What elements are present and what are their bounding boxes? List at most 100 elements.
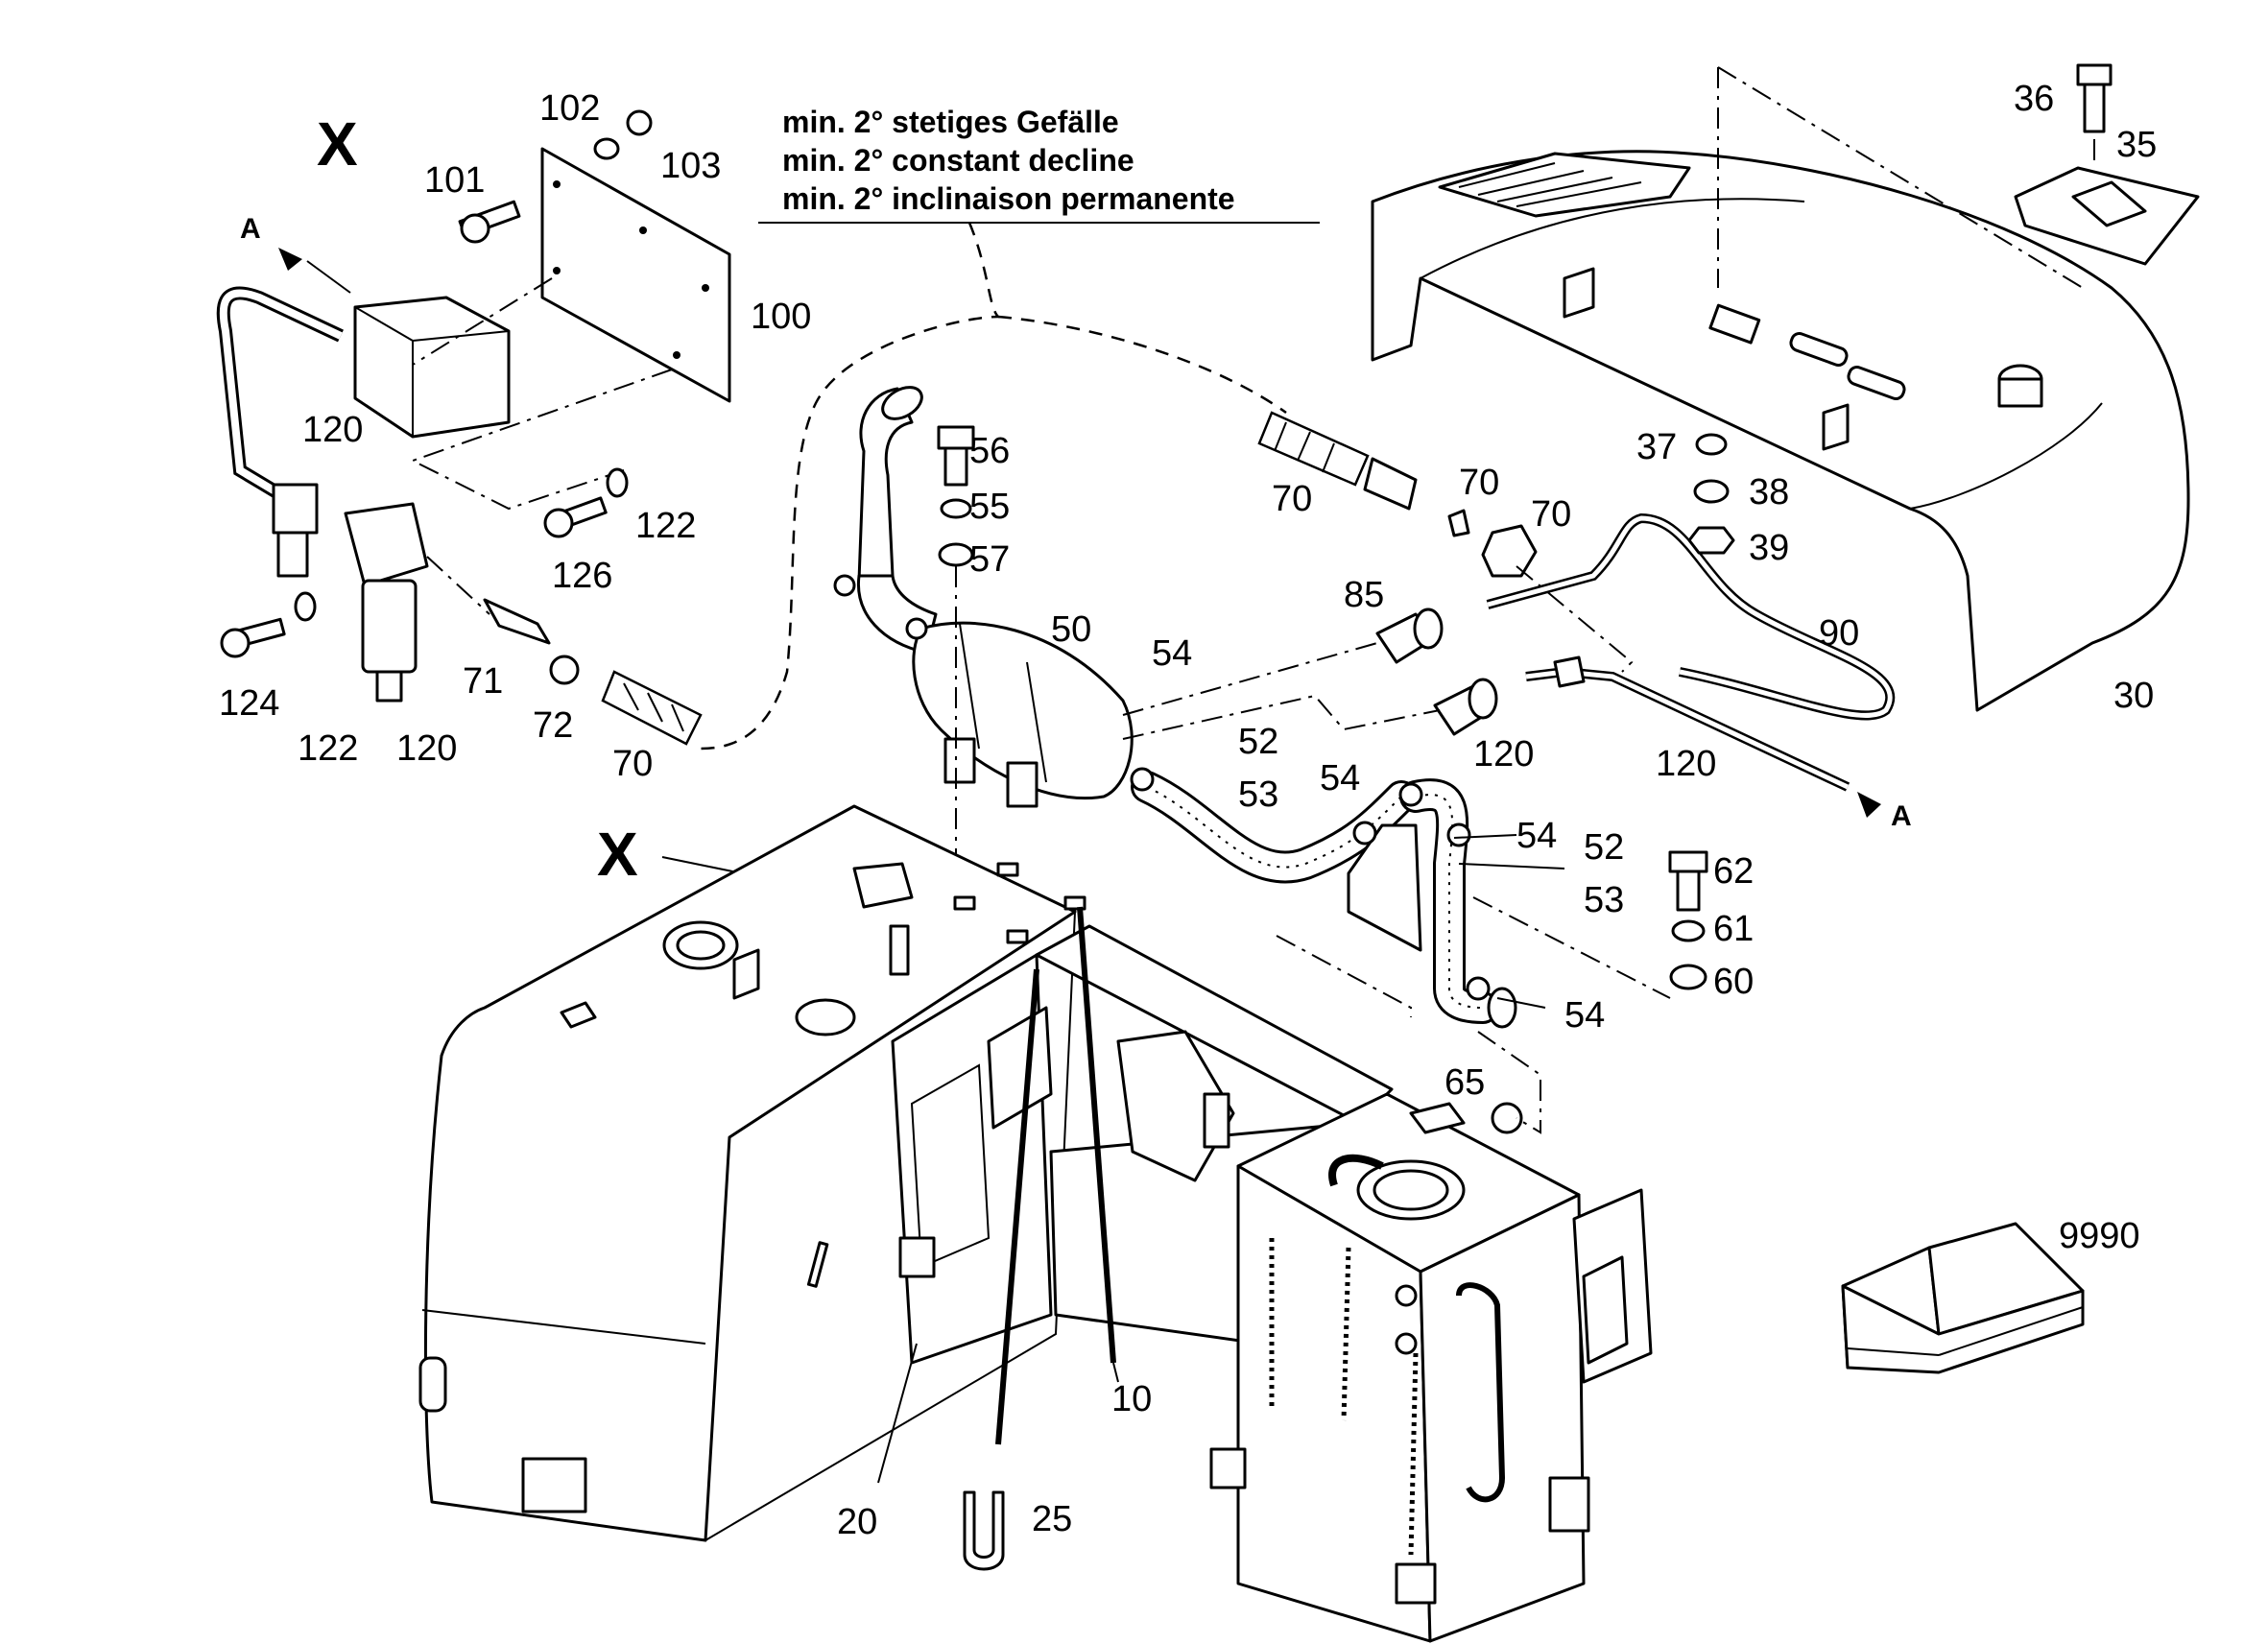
part-label-120-fit: 120 bbox=[1473, 734, 1534, 774]
flex-hose-2-fill bbox=[1402, 781, 1496, 1021]
heater-bracket bbox=[943, 737, 976, 784]
hose-hatch bbox=[1322, 442, 1335, 473]
clamp-54-icon bbox=[833, 574, 856, 597]
filter-dashline bbox=[426, 556, 490, 615]
mounting-plate bbox=[540, 147, 731, 403]
part-label-52-b: 52 bbox=[1584, 827, 1624, 868]
nut-65-icon bbox=[1491, 1102, 1523, 1134]
leader-54 bbox=[1496, 997, 1546, 1009]
detail-x-marker: X bbox=[317, 109, 358, 179]
fuel-pipe-inner bbox=[219, 289, 343, 503]
part-label-54-d: 54 bbox=[1564, 995, 1605, 1036]
part-label-70-hose: 70 bbox=[1272, 479, 1312, 519]
arrow-a-left-label: A bbox=[240, 213, 261, 245]
slope-route-right bbox=[997, 315, 1287, 415]
clamp-54-icon bbox=[1352, 821, 1377, 846]
tank-mount-bracket bbox=[521, 1457, 587, 1513]
frame-bracket-plate bbox=[1203, 1092, 1230, 1149]
tank-handle bbox=[418, 1356, 447, 1413]
grille-line bbox=[1458, 162, 1556, 188]
arrow-a-right-label: A bbox=[1891, 800, 1912, 832]
washer-122-top-icon bbox=[606, 467, 629, 498]
bolt-36-head-icon bbox=[2076, 63, 2113, 86]
gradient-note: min. 2° stetiges Gefälle min. 2° constan… bbox=[758, 105, 1320, 224]
part-label-54-b: 54 bbox=[1320, 758, 1360, 798]
washer-60-icon bbox=[1669, 964, 1707, 990]
arrow-a-left-icon bbox=[278, 248, 302, 271]
flex-hose-corrugation bbox=[1146, 786, 1402, 869]
part-label-120-box: 120 bbox=[302, 410, 363, 450]
detail-x-marker-mid: X bbox=[597, 820, 638, 889]
control-box bbox=[353, 296, 511, 439]
part-label-56: 56 bbox=[969, 431, 1010, 471]
cabinet-hole bbox=[1395, 1284, 1418, 1307]
part-label-55: 55 bbox=[969, 487, 1010, 527]
part-label-52-a: 52 bbox=[1238, 722, 1278, 762]
leader-52 bbox=[1458, 863, 1565, 870]
clamp-54-icon bbox=[1398, 782, 1423, 807]
part-label-100: 100 bbox=[751, 297, 811, 337]
hose-hatch bbox=[1297, 431, 1311, 462]
part-label-61: 61 bbox=[1713, 909, 1754, 949]
hose-hatch bbox=[671, 703, 684, 732]
tank-lug bbox=[732, 948, 760, 1000]
washer-55-icon bbox=[940, 498, 972, 519]
panel-sub bbox=[987, 1006, 1053, 1130]
nut-dashline bbox=[1516, 565, 1634, 673]
plate-hole bbox=[553, 180, 561, 188]
part-label-37: 37 bbox=[1636, 427, 1677, 467]
hose-fitting bbox=[1363, 457, 1418, 511]
filter-head bbox=[344, 502, 429, 587]
fuel-tank bbox=[423, 804, 1077, 1542]
hood-slot bbox=[1847, 366, 1906, 400]
heater-assembly: 56 55 57 50 54 52 53 54 54 52 53 54 65 bbox=[833, 386, 1671, 1134]
clamp-54-icon bbox=[1446, 822, 1471, 847]
part-label-120-filter: 120 bbox=[396, 728, 457, 769]
heater-band bbox=[959, 623, 980, 750]
nut-70 bbox=[1481, 524, 1538, 578]
fitting-120-face bbox=[1468, 678, 1498, 720]
part-label-10: 10 bbox=[1111, 1379, 1152, 1419]
hood-hinge bbox=[1563, 267, 1595, 319]
hood-slot bbox=[1708, 303, 1761, 345]
panel-block bbox=[898, 1236, 936, 1278]
pipe-fitting bbox=[1553, 655, 1586, 688]
mount-dashline bbox=[412, 277, 553, 366]
nut-39-icon bbox=[1687, 526, 1735, 555]
box-edge bbox=[412, 330, 510, 342]
part-label-70-nut: 70 bbox=[1531, 494, 1571, 535]
screw-head-icon bbox=[460, 213, 490, 244]
cabinet-rail bbox=[1341, 1247, 1351, 1421]
fuel-filter bbox=[361, 579, 418, 674]
hood-slot bbox=[1789, 332, 1849, 367]
part-label-53-b: 53 bbox=[1584, 880, 1624, 920]
part-label-53-a: 53 bbox=[1238, 774, 1278, 815]
part-label-57: 57 bbox=[969, 539, 1010, 580]
washer-37-icon bbox=[1695, 433, 1728, 456]
part-label-30: 30 bbox=[2113, 676, 2154, 716]
operating-manual: 9990 bbox=[1841, 1216, 2140, 1374]
heater-band bbox=[1026, 661, 1047, 783]
screw-124-head-icon bbox=[220, 628, 251, 658]
part-label-25: 25 bbox=[1032, 1499, 1072, 1539]
cabinet-block bbox=[1548, 1476, 1590, 1533]
grille-line bbox=[1496, 177, 1613, 203]
part-label-71: 71 bbox=[463, 661, 503, 702]
bolt-set-62: 62 61 60 bbox=[1668, 850, 1754, 1002]
cabinet-port-inner bbox=[1373, 1169, 1449, 1211]
grille-line bbox=[1477, 170, 1585, 196]
part-label-85: 85 bbox=[1344, 575, 1384, 615]
part-label-126: 126 bbox=[552, 556, 612, 596]
hood-cap-body bbox=[1997, 377, 2043, 408]
bolt-36-icon bbox=[2083, 77, 2106, 133]
clamp-54-icon bbox=[1466, 976, 1491, 1001]
part-label-60: 60 bbox=[1713, 962, 1754, 1002]
stand-dashline bbox=[1276, 935, 1412, 1017]
part-label-50: 50 bbox=[1051, 609, 1091, 650]
exhaust-pipe-end bbox=[881, 386, 923, 420]
arrow-a-right-icon bbox=[1857, 792, 1881, 818]
plug-70 bbox=[1447, 509, 1470, 537]
frame-and-tank: X bbox=[418, 804, 1653, 1643]
hose-end-cap bbox=[1487, 987, 1517, 1029]
plate-hole bbox=[639, 226, 647, 234]
